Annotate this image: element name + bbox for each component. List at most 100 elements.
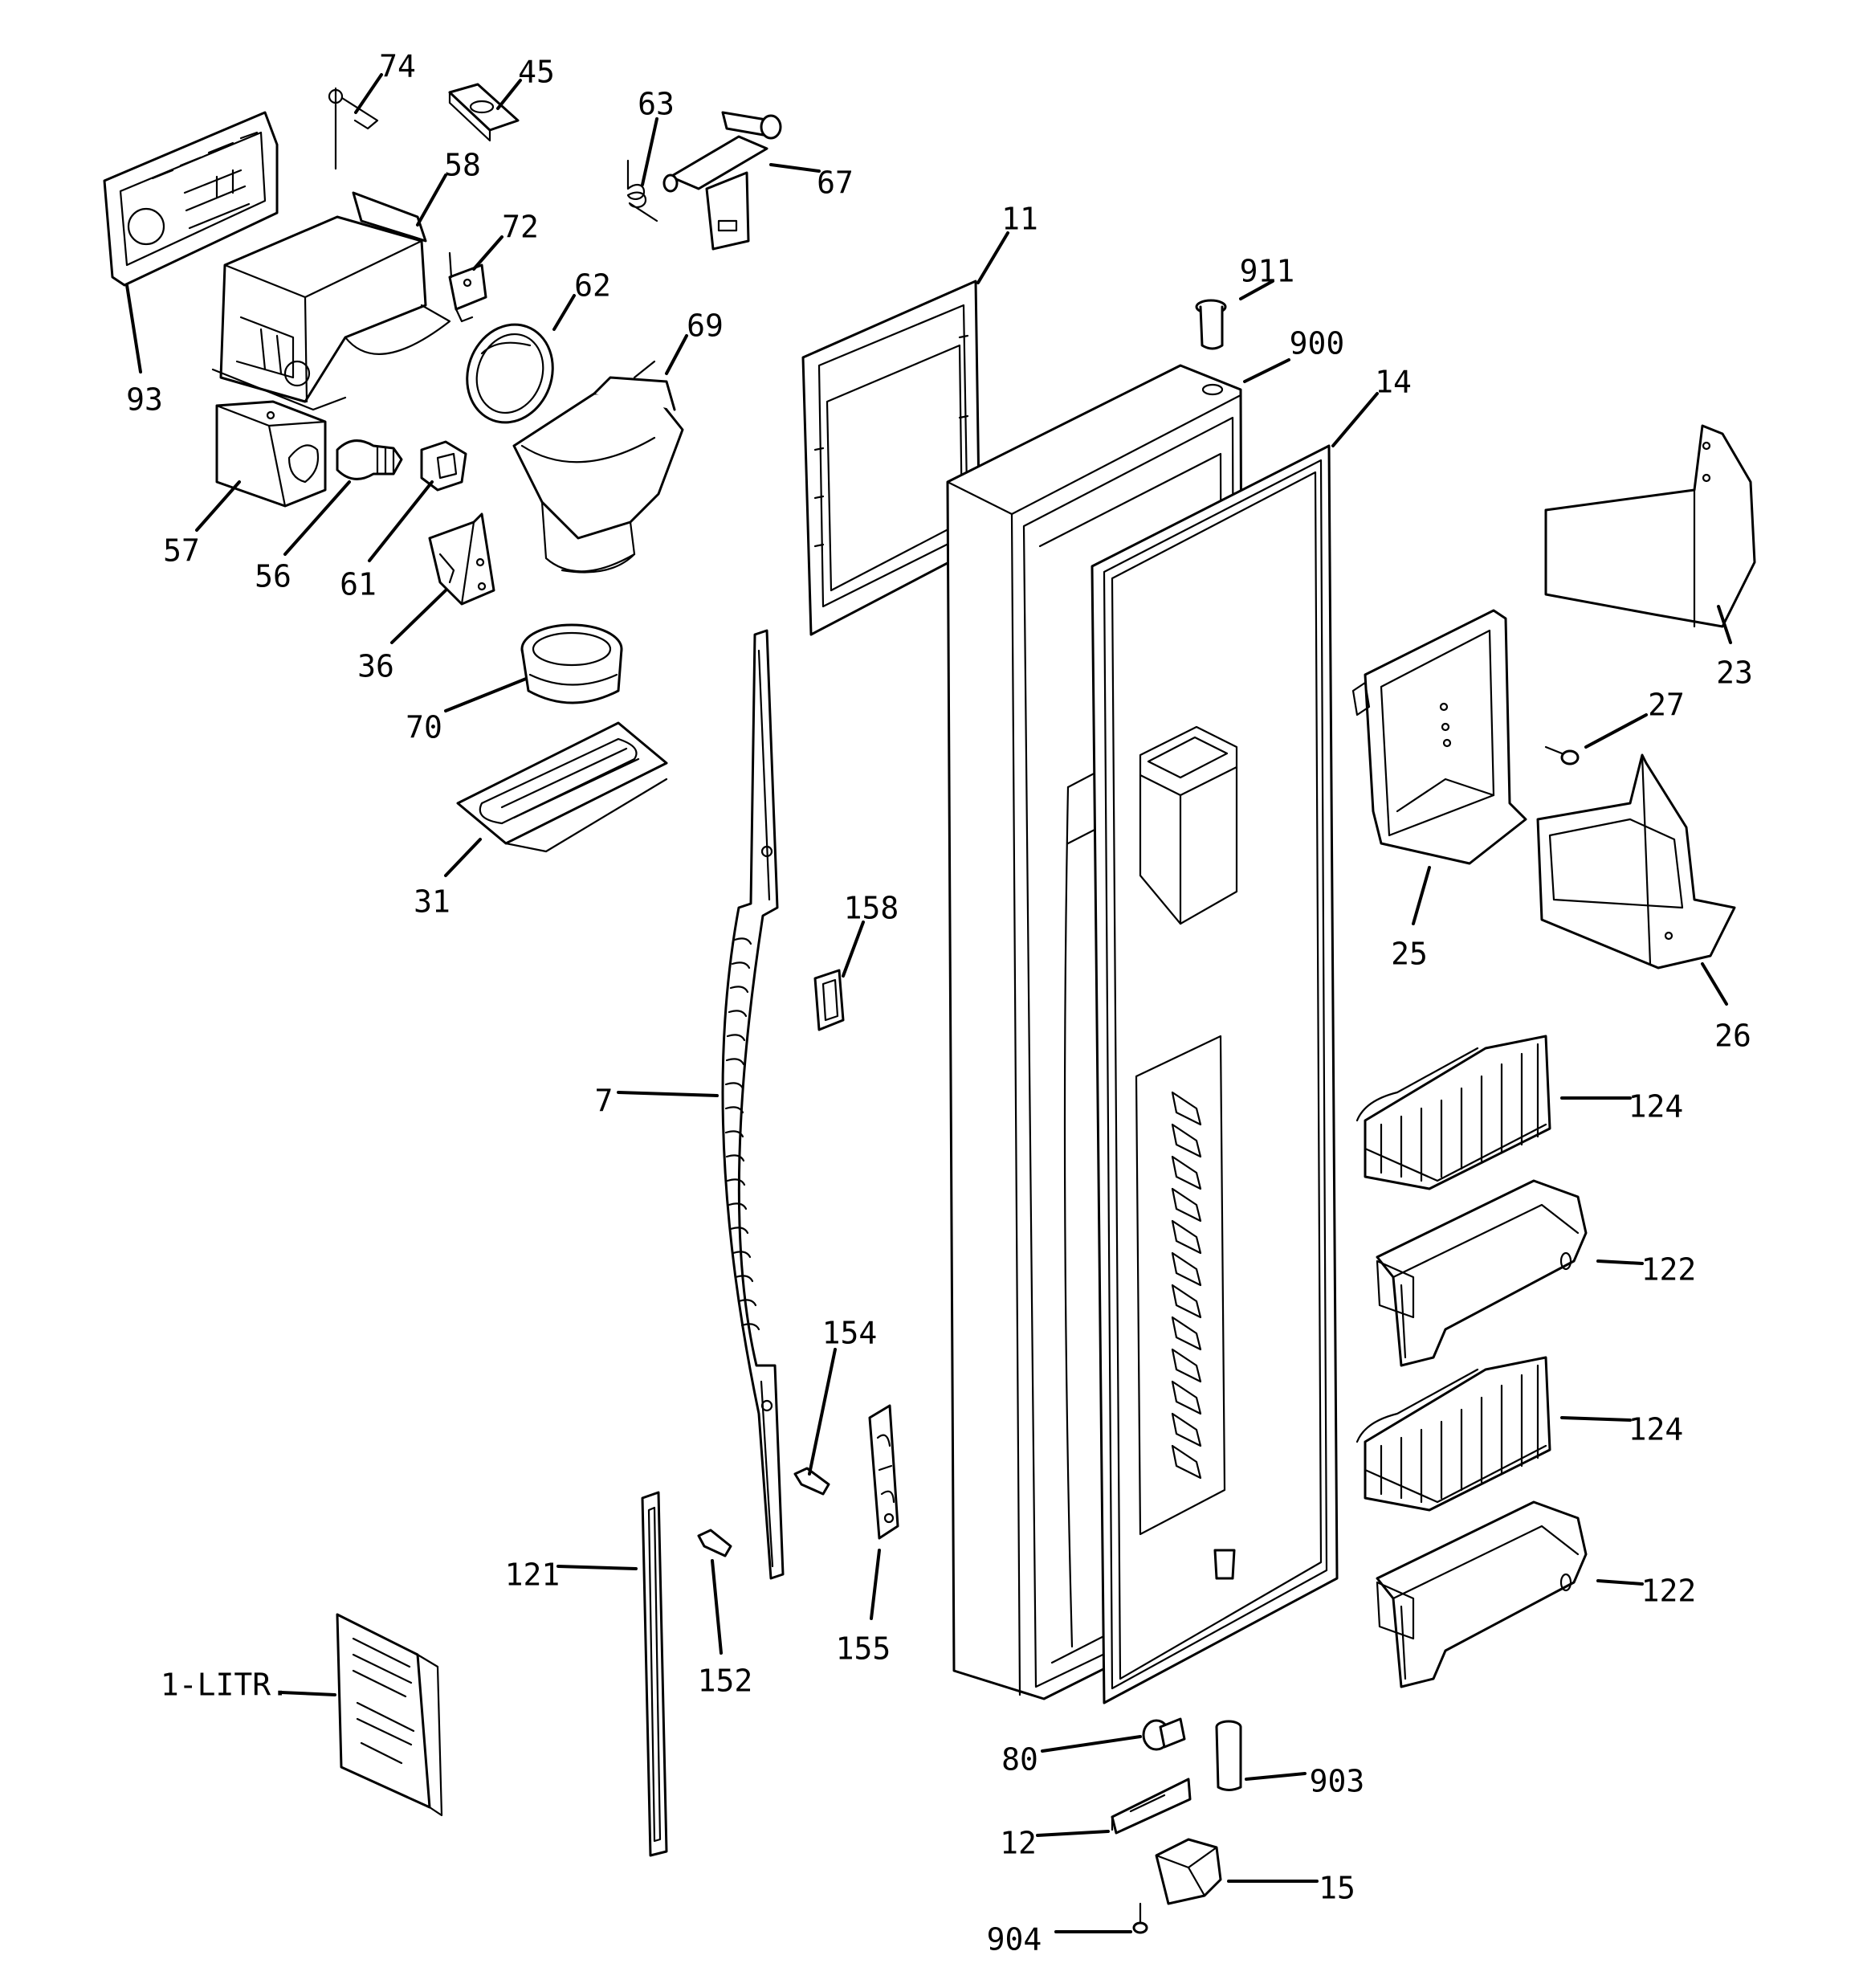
part-57-motor [215,400,327,508]
leader-900 [1243,358,1290,383]
callout-label-11: 11 [1001,202,1038,237]
part-154-screw [793,1467,830,1496]
leader-12 [1036,1830,1110,1837]
leader-74 [354,73,383,114]
callout-label-152: 152 [698,1663,753,1699]
callout-label-154: 154 [822,1316,878,1351]
callout-label-15: 15 [1319,1871,1355,1906]
leader-14 [1331,392,1379,447]
callout-label-7: 7 [595,1084,614,1119]
leader-56 [283,480,351,556]
part-15-hinge [1155,1838,1222,1905]
leader-69 [665,334,688,375]
leader-124b [1560,1416,1632,1422]
part-58-dispenser-housing [211,191,451,411]
callout-label-72: 72 [502,210,539,245]
leader-67 [769,163,821,173]
leader-45 [496,79,522,110]
leader-911 [1239,280,1274,300]
callout-label-31: 31 [414,884,450,920]
callout-label-122b: 122 [1641,1574,1697,1609]
part-27-screw [1544,745,1580,765]
part-1-litr-booklet [336,1613,443,1817]
callout-label-74: 74 [379,49,416,84]
part-158-clip [813,969,845,1031]
leader-11 [976,231,1009,284]
leader-63 [641,117,658,186]
part-72-switch [448,251,487,323]
leader-7 [617,1091,719,1097]
part-45-clip [448,83,520,142]
callout-label-80: 80 [1001,1742,1038,1778]
callout-label-56: 56 [255,559,291,594]
callout-label-121: 121 [505,1557,561,1593]
leader-152 [711,1559,723,1655]
part-69-chute [512,360,684,574]
part-63-spring [626,159,658,222]
leader-122a [1596,1259,1644,1265]
part-31-grille [456,721,668,853]
callout-label-69: 69 [687,308,724,344]
leader-1-LITR [279,1691,336,1696]
part-12-plate [1111,1778,1192,1835]
callout-label-61: 61 [340,567,377,602]
callout-label-903: 903 [1310,1764,1365,1799]
callout-label-23: 23 [1716,655,1753,691]
part-61-socket [420,440,467,492]
callout-label-12: 12 [1000,1826,1037,1861]
callout-label-158: 158 [844,891,899,926]
part-122-bin-lower [1376,1500,1588,1688]
leader-72 [472,235,503,271]
part-121-trim [641,1491,668,1857]
leader-57 [195,480,241,532]
callout-label-58: 58 [444,148,481,183]
callout-label-26: 26 [1714,1018,1751,1054]
callout-label-1-LITR: 1-LITR. [161,1668,289,1703]
part-80-bushing [1142,1717,1186,1751]
part-36-bracket [428,512,495,606]
part-25-housing [1351,609,1527,865]
leader-155 [870,1549,881,1620]
part-124-basket-upper [1355,1035,1551,1190]
part-7-handle [721,629,785,1580]
callout-label-900: 900 [1290,326,1345,361]
part-124-basket-lower [1355,1356,1551,1512]
part-122-bin-upper [1376,1179,1588,1367]
callout-label-25: 25 [1391,937,1428,972]
leader-154 [808,1348,837,1476]
leader-80 [1041,1735,1142,1753]
leader-36 [390,589,447,644]
part-26-bucket [1536,753,1736,970]
part-155-bracket [868,1404,899,1540]
part-911-cap [1195,299,1227,350]
leader-58 [416,173,447,227]
leader-25 [1412,866,1431,925]
leader-26 [1701,962,1728,1006]
leader-158 [842,921,865,978]
leader-70 [444,677,528,712]
part-93-control-panel [103,111,279,287]
leader-903 [1245,1772,1307,1781]
callout-label-67: 67 [817,165,854,201]
leader-61 [368,480,434,562]
callout-label-904: 904 [987,1922,1042,1957]
part-904-screw [1132,1902,1148,1934]
callout-label-93: 93 [126,382,163,418]
part-70-collar [520,623,623,704]
callout-label-27: 27 [1648,688,1685,723]
callout-label-63: 63 [638,87,675,122]
part-67-lever [662,111,782,251]
callout-label-36: 36 [357,649,394,684]
callout-label-45: 45 [518,55,555,90]
part-903-pin [1215,1720,1242,1791]
leader-27 [1584,713,1648,749]
part-23-cover [1544,424,1756,628]
callout-label-124b: 124 [1629,1412,1684,1447]
callout-label-62: 62 [574,268,611,304]
part-56-bulb [336,439,403,480]
leader-31 [444,838,482,877]
part-14-gasket [1090,444,1339,1704]
part-152-screw [697,1529,732,1557]
